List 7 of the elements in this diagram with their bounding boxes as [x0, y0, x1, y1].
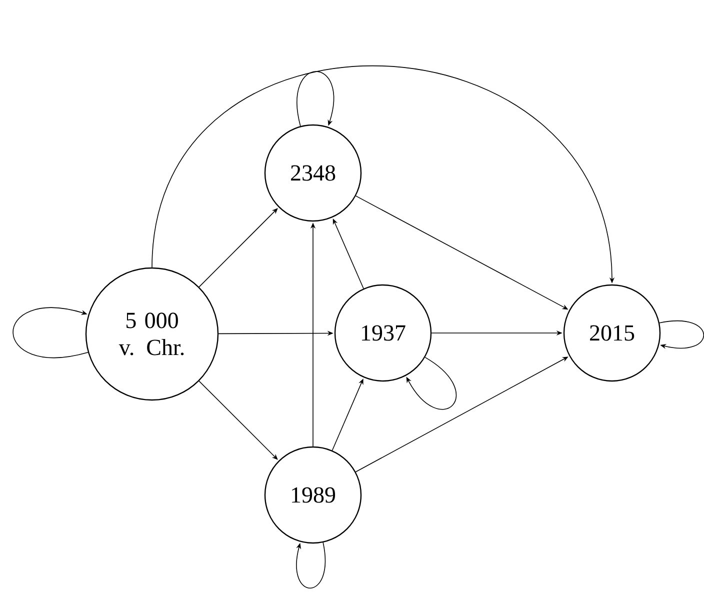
self-loop-arrow — [659, 320, 704, 349]
self-loop-arrow — [406, 356, 457, 410]
self-loop-arrow — [296, 542, 326, 589]
self-loop-arrow — [296, 71, 334, 126]
arrow — [198, 208, 278, 288]
self-loop-arrow — [12, 308, 88, 358]
arrow — [198, 380, 278, 460]
